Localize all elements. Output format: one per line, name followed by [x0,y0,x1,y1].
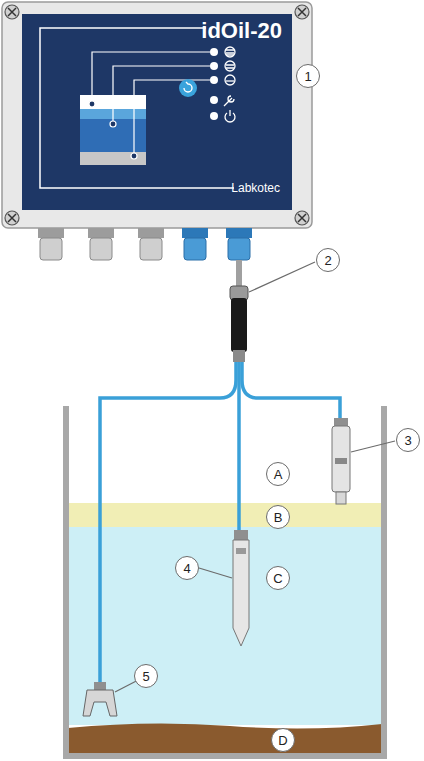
front-panel [22,14,292,210]
sensor-4 [233,540,249,646]
enclosure [2,2,312,228]
product-name: idOil-20 [201,19,282,43]
led-symbols [224,47,235,122]
layer-circle: A [266,462,290,486]
indicator-dots [89,101,137,159]
air-layer [68,408,382,503]
callout-circle: 1 [296,64,320,88]
callout-number: 1 [304,70,311,83]
layer-letter: A [274,468,283,481]
wrench-symbol [224,96,234,106]
sensor-3 [332,426,350,492]
sensor-3 [336,492,346,504]
sensor-5 [94,682,106,690]
sludge-layer [68,723,382,754]
callout-number: 5 [142,670,149,683]
indicator-lines [92,52,210,156]
layer-circle: B [266,505,290,529]
layer-letter: B [274,511,283,524]
callout-circle: 2 [316,248,340,272]
button-symbol [184,82,192,92]
callout-circle: 3 [396,428,420,452]
junction-cap [230,286,248,300]
cable-glands [38,228,252,260]
sensor-4 [234,530,248,540]
layer-circle: C [266,566,290,590]
layer-letter: D [278,734,287,747]
panel-frame [40,42,234,188]
callout-number: 4 [183,562,190,575]
sensor-5 [83,690,117,716]
button [179,79,197,97]
leader-lines [115,76,395,692]
sensor-3 [335,458,347,464]
oil-layer [68,503,382,527]
callout-circle: 5 [134,664,158,688]
junction-end [233,350,245,362]
leds [210,48,218,120]
sensor-3 [334,418,348,426]
screws [5,5,309,225]
screw-slots [8,8,306,222]
cable [236,260,242,288]
brand-name: Labkotec [231,182,280,195]
sensor-4 [236,548,246,554]
water-layer [68,527,382,725]
tank-icon-sludge [80,152,146,165]
power-symbol [225,110,235,122]
callout-number: 3 [404,434,411,447]
tank-wall [66,406,384,756]
sensor-cables [100,362,340,684]
panel-frame [40,28,206,42]
callout-number: 2 [324,254,331,267]
callout-circle: 4 [175,556,199,580]
layer-letter: C [273,572,282,585]
layer-circle: D [271,728,295,752]
controller-panel: idOil-20Labkotec [22,14,292,210]
junction [231,298,247,352]
tank-icon-water [80,119,146,152]
